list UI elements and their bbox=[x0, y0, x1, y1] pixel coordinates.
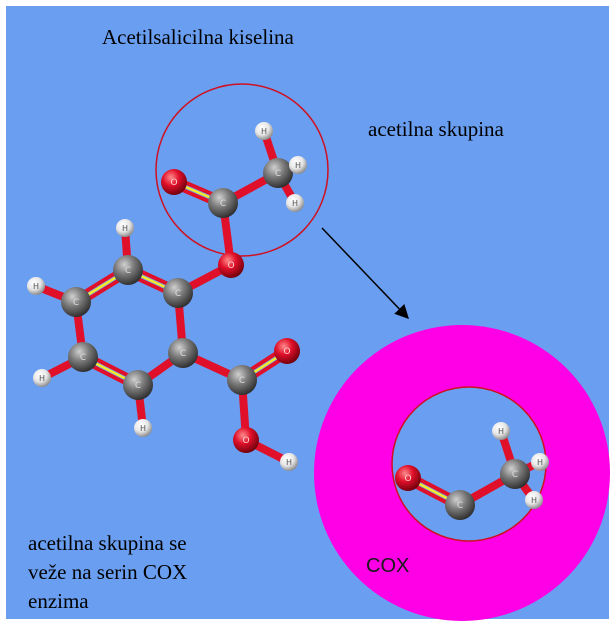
binding-note: acetilna skupina se veže na serin COX en… bbox=[28, 529, 187, 616]
hydrogen-atom-sphere bbox=[286, 194, 304, 212]
carbon-atom: C bbox=[500, 459, 530, 489]
oxygen-atom-sphere bbox=[395, 465, 421, 491]
carbon-atom-sphere bbox=[500, 459, 530, 489]
hydrogen-atom-symbol: H bbox=[531, 496, 537, 505]
carbon-atom: C bbox=[163, 278, 193, 308]
hydrogen-atom-sphere bbox=[27, 277, 45, 295]
oxygen-atom: O bbox=[395, 465, 421, 491]
hydrogen-atom: H bbox=[280, 453, 298, 471]
binding-note-line: acetilna skupina se bbox=[28, 531, 187, 555]
hydrogen-atom-sphere bbox=[531, 453, 549, 471]
oxygen-atom: O bbox=[274, 338, 300, 364]
hydrogen-atom-symbol: H bbox=[498, 427, 504, 436]
oxygen-atom-sphere bbox=[218, 252, 244, 278]
acetyl-group-label: acetilna skupina bbox=[368, 117, 504, 141]
binding-note-line: veže na serin COX bbox=[28, 560, 188, 584]
carbon-atom-sphere bbox=[113, 255, 143, 285]
carbon-atom-symbol: C bbox=[275, 169, 281, 179]
oxygen-atom-sphere bbox=[233, 427, 259, 453]
hydrogen-atom-symbol: H bbox=[33, 282, 39, 291]
carbon-atom-sphere bbox=[227, 365, 257, 395]
carbon-atom-sphere bbox=[68, 342, 98, 372]
carbon-atom-symbol: C bbox=[512, 470, 518, 480]
carbon-atom-symbol: C bbox=[135, 381, 141, 391]
carbon-atom-sphere bbox=[123, 370, 153, 400]
hydrogen-atom-symbol: H bbox=[261, 127, 267, 136]
carbon-atom-symbol: C bbox=[239, 376, 245, 386]
hydrogen-atom-sphere bbox=[280, 453, 298, 471]
carbon-atom-sphere bbox=[208, 188, 238, 218]
hydrogen-atom-sphere bbox=[116, 219, 134, 237]
hydrogen-atom-symbol: H bbox=[39, 374, 45, 383]
transfer-arrow bbox=[321, 227, 409, 320]
carbon-atom: C bbox=[227, 365, 257, 395]
hydrogen-atom: H bbox=[531, 453, 549, 471]
hydrogen-atom: H bbox=[492, 422, 510, 440]
carbon-atom: C bbox=[445, 490, 475, 520]
carbon-atom: C bbox=[208, 188, 238, 218]
hydrogen-atom-sphere bbox=[289, 156, 307, 174]
carbon-atom: C bbox=[113, 255, 143, 285]
carbon-atom-sphere bbox=[163, 278, 193, 308]
oxygen-atom-symbol: O bbox=[283, 347, 290, 357]
carbon-atom-symbol: C bbox=[73, 298, 79, 308]
oxygen-atom-sphere bbox=[274, 338, 300, 364]
oxygen-atom: O bbox=[161, 169, 187, 195]
hydrogen-atom-symbol: H bbox=[286, 458, 292, 467]
hydrogen-atom: H bbox=[255, 122, 273, 140]
carbon-atom-sphere bbox=[61, 287, 91, 317]
oxygen-atom-symbol: O bbox=[242, 436, 249, 446]
hydrogen-atom: H bbox=[134, 419, 152, 437]
hydrogen-atom: H bbox=[116, 219, 134, 237]
carbon-atom: C bbox=[61, 287, 91, 317]
carbon-atom-sphere bbox=[445, 490, 475, 520]
hydrogen-atom-sphere bbox=[33, 369, 51, 387]
oxygen-atom-symbol: O bbox=[227, 261, 234, 271]
carbon-atom-symbol: C bbox=[175, 289, 181, 299]
hydrogen-atom-sphere bbox=[492, 422, 510, 440]
carbon-atom-sphere bbox=[168, 338, 198, 368]
hydrogen-atom-sphere bbox=[255, 122, 273, 140]
oxygen-atom-sphere bbox=[161, 169, 187, 195]
diagram-title: Acetilsalicilna kiselina bbox=[102, 25, 294, 49]
cox-enzyme-label: COX bbox=[366, 555, 410, 577]
carbon-atom-symbol: C bbox=[457, 501, 463, 511]
hydrogen-atom-symbol: H bbox=[122, 224, 128, 233]
hydrogen-atom: H bbox=[289, 156, 307, 174]
carbon-atom-symbol: C bbox=[80, 353, 86, 363]
hydrogen-atom: H bbox=[525, 491, 543, 509]
carbon-atom-sphere bbox=[263, 158, 293, 188]
hydrogen-atom: H bbox=[27, 277, 45, 295]
binding-note-line: enzima bbox=[28, 589, 89, 613]
hydrogen-atom-symbol: H bbox=[537, 458, 543, 467]
hydrogen-atom: H bbox=[286, 194, 304, 212]
oxygen-atom-symbol: O bbox=[404, 474, 411, 484]
carbon-atom-symbol: C bbox=[180, 349, 186, 359]
carbon-atom: C bbox=[263, 158, 293, 188]
hydrogen-atom-sphere bbox=[525, 491, 543, 509]
hydrogen-atom-symbol: H bbox=[292, 199, 298, 208]
oxygen-atom: O bbox=[218, 252, 244, 278]
carbon-atom-symbol: C bbox=[125, 266, 131, 276]
carbon-atom-symbol: C bbox=[220, 199, 226, 209]
carbon-atom: C bbox=[168, 338, 198, 368]
oxygen-atom: O bbox=[233, 427, 259, 453]
carbon-atom: C bbox=[68, 342, 98, 372]
acetyl-highlight-circle bbox=[155, 83, 329, 257]
hydrogen-atom: H bbox=[33, 369, 51, 387]
hydrogen-atom-symbol: H bbox=[140, 424, 146, 433]
carbon-atom: C bbox=[123, 370, 153, 400]
oxygen-atom-symbol: O bbox=[170, 178, 177, 188]
hydrogen-atom-symbol: H bbox=[295, 161, 301, 170]
hydrogen-atom-sphere bbox=[134, 419, 152, 437]
atom-layer: C C C C C C H H H H C O O H O C O C H H H C O C H H H bbox=[27, 122, 549, 520]
